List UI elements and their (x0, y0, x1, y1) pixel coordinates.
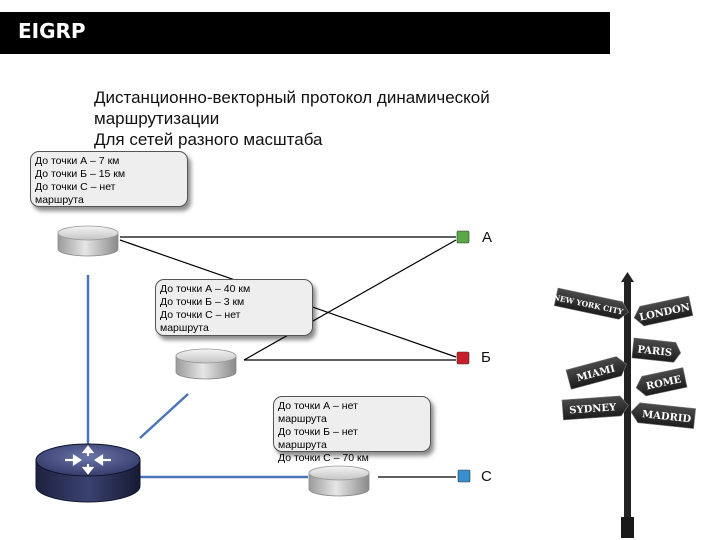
sign-label: SYDNEY (569, 402, 617, 416)
point-a-marker (456, 230, 470, 244)
node-middle (175, 348, 237, 380)
callout-top-node: До точки А – 7 км До точки Б – 15 км До … (30, 151, 188, 207)
node-top (57, 225, 119, 257)
subtitle-line: Дистанционно-векторный протокол динамиче… (94, 88, 490, 107)
subtitle-line: Для сетей разного масштаба (94, 130, 323, 149)
point-b-label: Б (481, 349, 491, 366)
slide-subtitle: Дистанционно-векторный протокол динамиче… (94, 87, 534, 150)
callout-line: До точки С – 70 км (278, 452, 369, 464)
node-bottom (308, 465, 370, 497)
title-bar: EIGRP (0, 12, 610, 54)
callout-middle-node: До точки А – 40 км До точки Б – 3 км До … (155, 279, 313, 336)
sign-label: PARIS (637, 344, 673, 359)
callout-bottom-node: До точки А – нет маршрута До точки Б – н… (273, 396, 431, 464)
callout-line: До точки С – нет маршрута (160, 309, 241, 334)
callout-line: До точки А – 40 км (160, 283, 251, 295)
route-line (243, 239, 457, 361)
point-a-label: А (482, 229, 493, 246)
signpost-image: NEW YORK CITY LONDON PARIS MIAMI ROME SY… (552, 272, 696, 538)
point-c-square (457, 469, 471, 483)
link-line (139, 393, 189, 439)
point-c-marker (457, 469, 471, 483)
subtitle-line: маршрутизации (94, 109, 220, 128)
router-icon (35, 443, 141, 503)
point-c-label: С (481, 468, 492, 485)
callout-line: До точки С – нет маршрута (35, 181, 116, 206)
callout-line: До точки А – 7 км (35, 155, 120, 167)
slide-title: EIGRP (18, 19, 86, 43)
callout-line: До точки А – нет маршрута (278, 400, 358, 425)
links (86, 275, 308, 479)
sign-label: MADRID (642, 409, 692, 425)
point-b-marker (456, 351, 470, 365)
point-b-square (456, 351, 470, 365)
callout-line: До точки Б – 3 км (160, 296, 245, 308)
callout-line: До точки Б – нет маршрута (278, 426, 358, 451)
point-a-square (456, 230, 470, 244)
callout-line: До точки Б – 15 км (35, 168, 126, 180)
